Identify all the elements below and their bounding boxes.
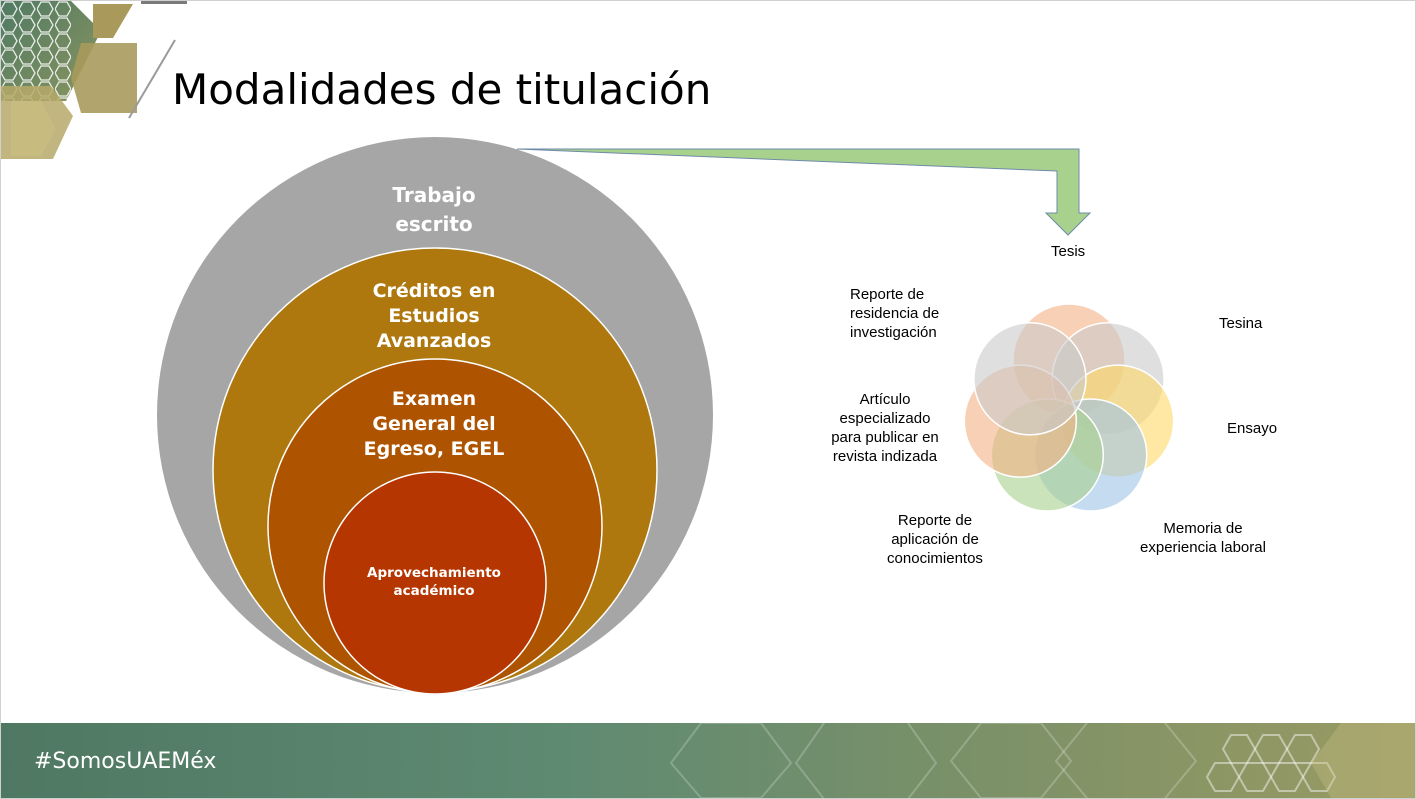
footer-hexagon-decoration	[669, 723, 1415, 798]
petal-label-reporte-residencia: Reporte de residencia de investigación	[850, 286, 940, 341]
petal-label-memoria: Memoria de experiencia laboral	[1140, 520, 1266, 556]
petal-label-ensayo: Ensayo	[1227, 420, 1278, 437]
circle-label-trabajo-escrito: Trabajo escrito	[392, 183, 476, 236]
petal-circle-6	[973, 322, 1087, 436]
petal-label-tesina: Tesina	[1219, 315, 1263, 332]
footer-bar: #SomosUAEMéx	[1, 723, 1415, 798]
circle-label-egel: Examen General del Egreso, EGEL	[363, 388, 505, 460]
circle-label-creditos: Créditos en Estudios Avanzados	[372, 280, 496, 352]
petal-label-tesis: Tesis	[1051, 243, 1086, 260]
petal-label-articulo: Artículo especializado para publicar en …	[831, 391, 939, 465]
header-hexagon-decoration	[1, 1, 187, 159]
petal-label-reporte-aplicacion: Reporte de aplicación de conocimientos	[887, 512, 983, 567]
petal-cluster	[963, 303, 1175, 512]
arrow-connector	[516, 148, 1092, 236]
nested-circle-3	[323, 471, 547, 695]
footer-hashtag: #SomosUAEMéx	[34, 749, 217, 774]
slide-title: Modalidades de titulación	[172, 65, 712, 114]
nested-circles	[157, 137, 713, 695]
circle-label-aprovechamiento: Aprovechamiento académico	[367, 565, 501, 599]
